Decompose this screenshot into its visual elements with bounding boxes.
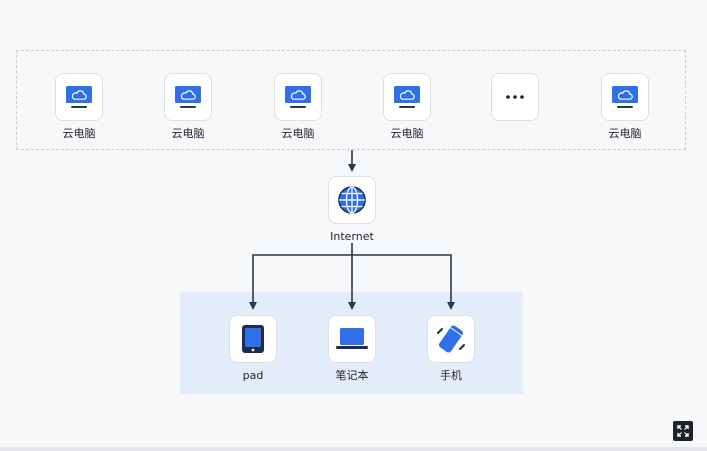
- pad-tile: [229, 315, 277, 363]
- cloud-pc-node-3: 云电脑: [268, 73, 328, 141]
- cloud-pc-tile: [274, 73, 322, 121]
- more-tile: [491, 73, 539, 121]
- cloud-pc-label: 云电脑: [62, 127, 96, 140]
- arrow-internet-to-pad: [249, 254, 352, 310]
- cloud-pc-tile: [383, 73, 431, 121]
- cloud-pc-node-1: 云电脑: [49, 73, 109, 141]
- cloud-pc-tile: [55, 73, 103, 121]
- cloud-pc-tile: [601, 73, 649, 121]
- pad-label: pad: [242, 369, 264, 382]
- cloud-pc-tile: [164, 73, 212, 121]
- cloud-pc-label: 云电脑: [281, 127, 315, 140]
- laptop-node: 笔记本: [322, 315, 382, 383]
- internet-tile: [328, 176, 376, 224]
- cloud-pc-label: 云电脑: [390, 127, 424, 140]
- cloud-monitor-icon: [611, 85, 639, 109]
- laptop-tile: [328, 315, 376, 363]
- fullscreen-button[interactable]: [673, 421, 693, 441]
- bottom-divider: [0, 447, 707, 451]
- cloud-monitor-icon: [65, 85, 93, 109]
- internet-node: Internet: [322, 176, 382, 244]
- laptop-icon: [335, 327, 369, 351]
- cloud-pc-label: 云电脑: [171, 127, 205, 140]
- cloud-pc-node-2: 云电脑: [158, 73, 218, 141]
- phone-tile: [427, 315, 475, 363]
- phone-node: 手机: [421, 315, 481, 383]
- cloud-desktop-group: [16, 50, 686, 150]
- cloud-monitor-icon: [393, 85, 421, 109]
- cloud-pc-node-6: 云电脑: [595, 73, 655, 141]
- cloud-monitor-icon: [284, 85, 312, 109]
- laptop-label: 笔记本: [335, 369, 369, 382]
- arrow-internet-to-phone: [352, 254, 455, 310]
- tablet-icon: [241, 324, 265, 354]
- more-dots-icon: [505, 94, 525, 100]
- more-node: [485, 73, 545, 127]
- phone-icon: [435, 323, 467, 355]
- cloud-pc-node-4: 云电脑: [377, 73, 437, 141]
- cloud-pc-label: 云电脑: [608, 127, 642, 140]
- internet-label: Internet: [330, 230, 374, 243]
- phone-label: 手机: [440, 369, 462, 382]
- pad-node: pad: [223, 315, 283, 383]
- globe-icon: [337, 185, 367, 215]
- cloud-monitor-icon: [174, 85, 202, 109]
- fullscreen-expand-icon: [677, 425, 689, 437]
